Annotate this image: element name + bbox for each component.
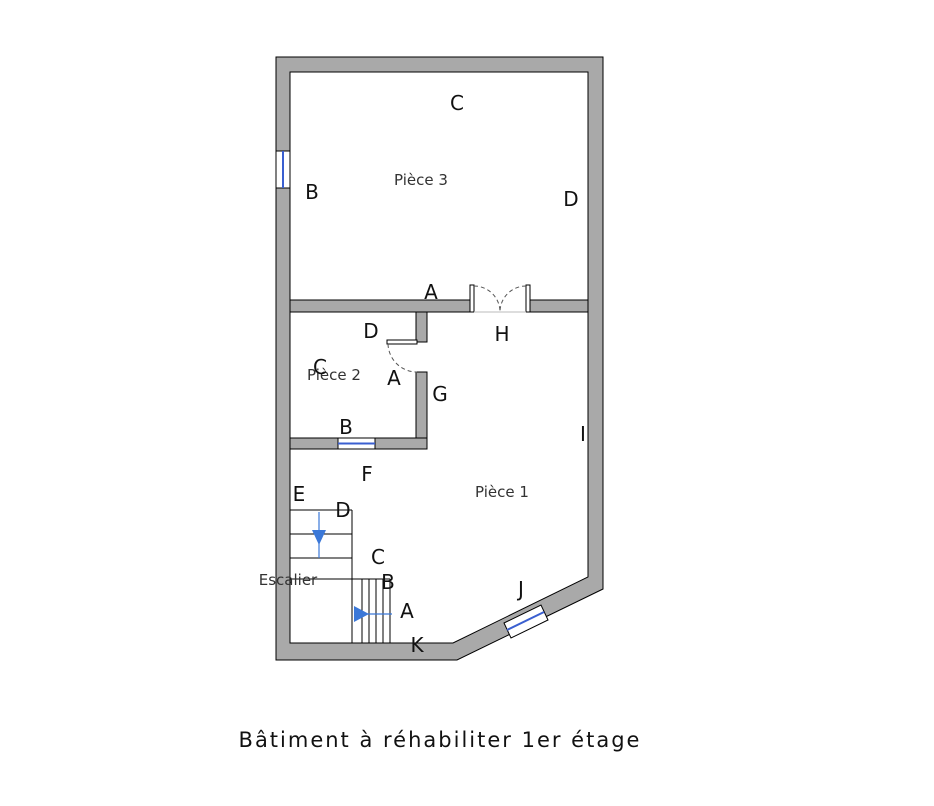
staircase: [290, 509, 392, 643]
wall-p2-right-top: [415, 311, 428, 343]
wall-p3-left: [289, 299, 473, 313]
wall-p2-bottom-left: [289, 437, 339, 450]
wall-label-p1-e: E: [293, 482, 306, 506]
room-label-piece2: Pièce 2: [307, 366, 361, 384]
wall-label-p1-f: F: [361, 462, 373, 486]
wall-label-p3-a: A: [424, 280, 438, 304]
wall-label-p1-j: J: [516, 577, 524, 601]
wall-p3-right: [528, 299, 589, 313]
wall-label-p2-c: C: [313, 355, 327, 379]
stair-arrow-down: [312, 530, 326, 545]
wall-p2-bottom-right: [374, 437, 428, 450]
wall-label-p1-g: G: [432, 382, 448, 406]
room-label-escalier: Escalier: [259, 571, 318, 589]
wall-label-p3-d: D: [563, 187, 578, 211]
double-door-h: [469, 284, 531, 313]
plan-caption: Bâtiment à réhabiliter 1er étage: [238, 728, 642, 752]
room-label-piece1: Pièce 1: [475, 483, 529, 501]
wall-label-p3-b: B: [305, 180, 319, 204]
wall-label-stair-a: A: [400, 599, 414, 623]
window-j: [503, 604, 549, 639]
door-p2: [386, 339, 418, 373]
room-label-piece3: Pièce 3: [394, 171, 448, 189]
stair-arrow-right: [354, 606, 369, 622]
wall-label-p1-c: C: [371, 545, 385, 569]
wall-label-p1-d: D: [335, 498, 350, 522]
wall-label-p2-b: B: [339, 415, 353, 439]
wall-p2-right-bottom: [415, 371, 428, 450]
wall-label-p1-k: K: [410, 633, 424, 657]
wall-label-p3-c: C: [450, 91, 464, 115]
wall-label-p1-i: I: [580, 422, 586, 446]
wall-label-p2-a: A: [387, 366, 401, 390]
wall-label-p1-b: B: [381, 570, 395, 594]
wall-label-p1-h: H: [494, 322, 509, 346]
wall-label-p2-d: D: [363, 319, 378, 343]
